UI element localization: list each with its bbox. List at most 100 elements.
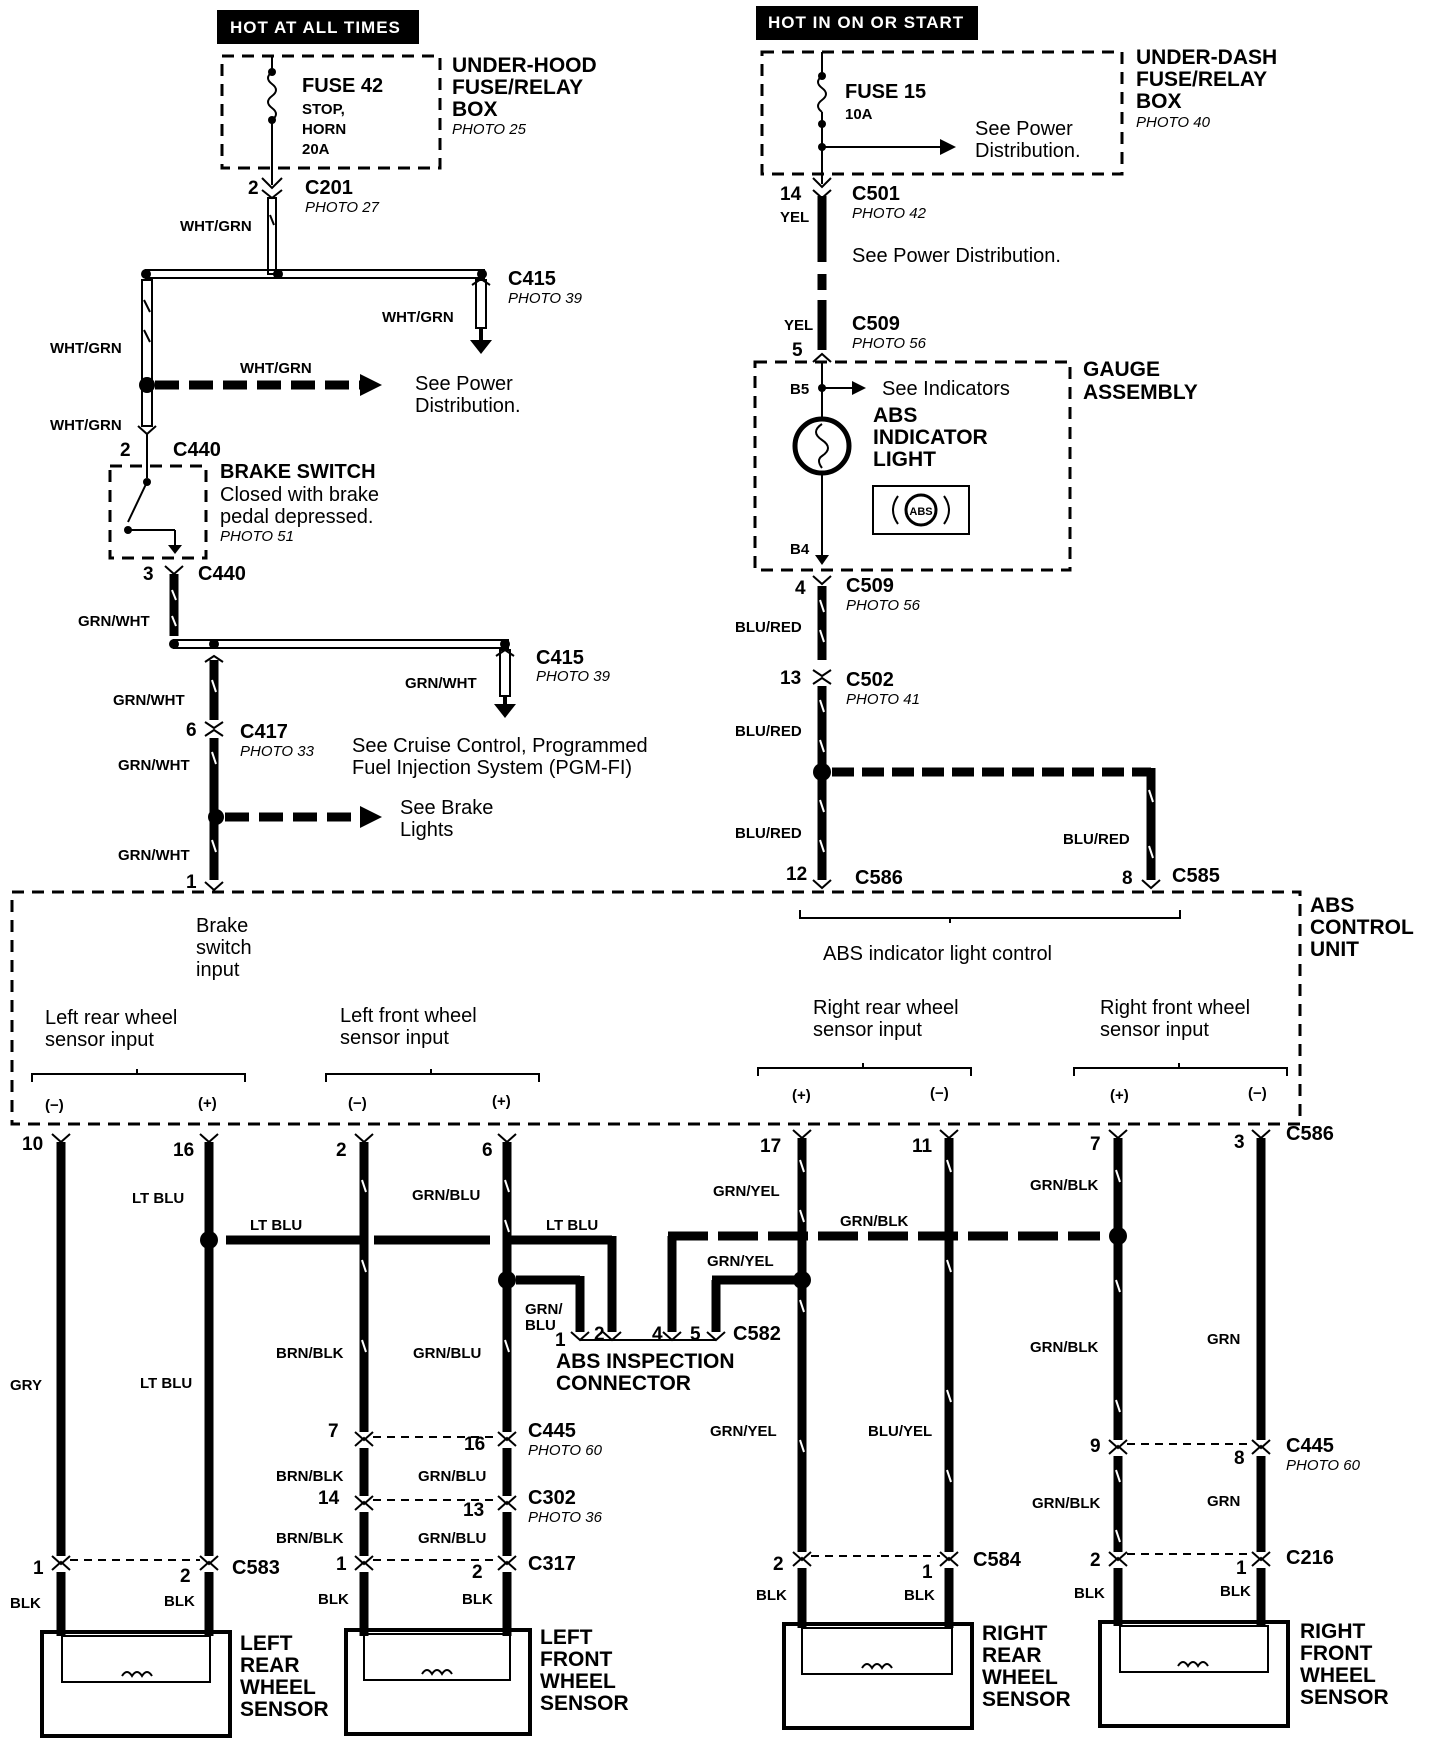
fuse-15-symbol	[817, 75, 827, 113]
wire-label-grn-wht-4: GRN/WHT	[118, 757, 190, 774]
brake-switch-box	[108, 464, 208, 560]
c585-label: C585	[1172, 865, 1220, 887]
insp-title2: CONNECTOR	[556, 1372, 691, 1395]
c201-pin: 2	[248, 178, 259, 199]
c417-label: C417	[240, 721, 288, 743]
rf-wire-a2: GRN/BLK	[1030, 1339, 1098, 1356]
gauge-assembly-box	[753, 360, 1072, 572]
wire-label-yel-2: YEL	[784, 317, 813, 334]
see-power-left-2: Distribution.	[415, 395, 521, 417]
lr-input-2: sensor input	[45, 1029, 154, 1051]
brake-input-1: Brake	[196, 915, 248, 937]
fuse-42-amp: 20A	[302, 141, 330, 158]
see-brake-1: See Brake	[400, 797, 493, 819]
right-front-sensor-circuit: 7 3 GRN/BLK GRN/BLK GRN 9 8 C445 PHOTO 6…	[1030, 1129, 1389, 1728]
c440-pin-top: 2	[120, 440, 131, 461]
under-hood-title: UNDER-HOOD	[452, 54, 597, 77]
c585-pin: 8	[1122, 868, 1133, 889]
insp-grn-blk: GRN/BLK	[840, 1213, 908, 1230]
c501-label: C501	[852, 183, 900, 205]
rf-wire-b: GRN	[1207, 1331, 1240, 1348]
lf-input-2: sensor input	[340, 1027, 449, 1049]
under-dash-box	[760, 50, 1124, 176]
see-cruise-2: Fuel Injection System (PGM-FI)	[352, 757, 632, 779]
lf-plus: (+)	[492, 1093, 511, 1110]
insp-grn-yel: GRN/YEL	[707, 1253, 774, 1270]
lr-name3: WHEEL	[240, 1676, 316, 1699]
lf-c445-pin-b: 16	[464, 1434, 485, 1455]
fuse-42-desc: STOP,	[302, 101, 345, 118]
c509-pin-top: 5	[792, 340, 803, 361]
rr-pin-d: 1	[922, 1562, 933, 1583]
lr-coil-icon	[121, 1671, 153, 1678]
insp-pin-2: 2	[594, 1324, 605, 1345]
lr-blk-b: BLK	[164, 1593, 195, 1610]
rr-wire-a: GRN/YEL	[713, 1183, 780, 1200]
brake-switch-photo: PHOTO 51	[220, 528, 294, 545]
wire-label-blu-red: BLU/RED	[735, 619, 802, 636]
rr-brace	[757, 1063, 972, 1076]
rf-c445-label: C445	[1286, 1435, 1334, 1457]
pin-b4: B4	[790, 541, 810, 558]
rf-wire-b2: GRN	[1207, 1493, 1240, 1510]
rr-name3: WHEEL	[982, 1666, 1058, 1689]
abs-symbol-box	[872, 485, 970, 535]
rr-plus: (+)	[792, 1087, 811, 1104]
c501-photo: PHOTO 42	[852, 205, 927, 222]
rr-blk-b: BLK	[904, 1587, 935, 1604]
c502-pin: 13	[780, 668, 801, 689]
lt-blu-label: LT BLU	[250, 1217, 302, 1234]
c216-label: C216	[1286, 1547, 1334, 1569]
lr-wire-b: LT BLU	[132, 1190, 184, 1207]
c415-top-label: C415	[508, 268, 556, 290]
rf-coil-icon	[1177, 1661, 1209, 1668]
lf-coil-icon	[421, 1669, 453, 1676]
left-rear-sensor-circuit: 10 16 GRY LT BLU LT BLU LT BLU 1 2 C583 …	[10, 1133, 360, 1738]
rf-blk-a: BLK	[1074, 1585, 1105, 1602]
lr-wire-a: GRY	[10, 1377, 42, 1394]
rr-coil-icon	[861, 1663, 893, 1670]
rf-wire-a3: GRN/BLK	[1032, 1495, 1100, 1512]
rf-input-1: Right front wheel	[1100, 997, 1250, 1019]
wire-label-wht-grn-c415: WHT/GRN	[382, 309, 454, 326]
c302-photo: PHOTO 36	[528, 1509, 603, 1526]
c415-top-photo: PHOTO 39	[508, 290, 583, 307]
rr-pin-b: 11	[912, 1136, 933, 1157]
lf-wire-b3: GRN/BLU	[418, 1468, 486, 1485]
lf-name2: FRONT	[540, 1648, 612, 1671]
c582-label: C582	[733, 1323, 781, 1345]
rf-c445-pin-a: 9	[1090, 1436, 1101, 1457]
rr-wire-a2: GRN/YEL	[710, 1423, 777, 1440]
lf-brace	[325, 1069, 540, 1082]
rf-pin-c: 2	[1090, 1550, 1101, 1571]
under-hood-box	[220, 54, 442, 170]
lf-wire-b: GRN/BLU	[412, 1187, 480, 1204]
lr-wire-b2: LT BLU	[140, 1375, 192, 1392]
lf-name4: SENSOR	[540, 1692, 629, 1715]
under-dash-title3: BOX	[1136, 90, 1182, 113]
c509-pin-bottom: 4	[795, 578, 806, 599]
rf-blk-b: BLK	[1220, 1583, 1251, 1600]
c302-label: C302	[528, 1487, 576, 1509]
fuse-15-label: FUSE 15	[845, 81, 926, 103]
rf-c445-photo: PHOTO 60	[1286, 1457, 1361, 1474]
under-hood-photo: PHOTO 25	[452, 121, 527, 138]
c317-label: C317	[528, 1553, 576, 1575]
fuse-42-desc2: HORN	[302, 121, 346, 138]
c440-pin-bottom: 3	[143, 564, 154, 585]
wire-label-yel: YEL	[780, 209, 809, 226]
rr-pin-c: 2	[773, 1554, 784, 1575]
rr-name4: SENSOR	[982, 1688, 1071, 1711]
see-power-right-3: See Power Distribution.	[852, 245, 1061, 267]
lr-name1: LEFT	[240, 1632, 293, 1655]
c417-photo: PHOTO 33	[240, 743, 315, 760]
wire-label-grn-wht-2: GRN/WHT	[405, 675, 477, 692]
right-power-section: HOT IN ON OR START FUSE 15 10A See Power…	[735, 6, 1277, 890]
abs-symbol-icon	[904, 493, 938, 527]
rf-brace	[1073, 1063, 1288, 1076]
lf-pin-b: 6	[482, 1140, 493, 1161]
c201-label: C201	[305, 177, 353, 199]
left-front-sensor-body	[344, 1628, 532, 1736]
c586-pin-12: 12	[786, 864, 807, 885]
